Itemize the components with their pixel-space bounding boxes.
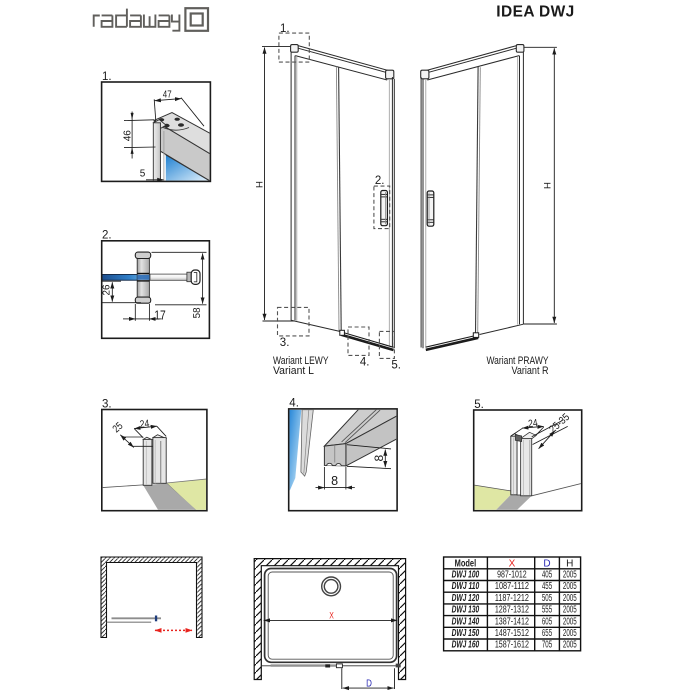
svg-text:5.: 5. (391, 360, 401, 372)
svg-text:8: 8 (331, 474, 338, 488)
svg-text:17: 17 (154, 308, 166, 322)
svg-text:58: 58 (192, 307, 203, 318)
svg-text:987-1012: 987-1012 (497, 570, 527, 581)
svg-text:1587-1612: 1587-1612 (495, 640, 529, 651)
svg-text:IDEA DWJ: IDEA DWJ (496, 4, 574, 21)
svg-text:3.: 3. (102, 398, 112, 410)
svg-text:5.: 5. (474, 399, 484, 411)
svg-text:4.: 4. (360, 357, 370, 369)
svg-text:2005: 2005 (563, 640, 577, 651)
svg-text:655: 655 (542, 628, 552, 639)
svg-text:Model: Model (455, 558, 477, 569)
svg-text:1287-1312: 1287-1312 (495, 605, 529, 616)
svg-text:DWJ 120: DWJ 120 (452, 593, 480, 604)
svg-text:Wariant PRAWY: Wariant PRAWY (487, 355, 549, 367)
svg-text:2005: 2005 (563, 628, 577, 639)
svg-text:46: 46 (123, 130, 134, 142)
svg-text:DWJ 150: DWJ 150 (452, 628, 480, 639)
svg-text:X: X (329, 610, 334, 620)
svg-text:8: 8 (372, 455, 386, 462)
svg-text:DWJ 100: DWJ 100 (452, 570, 480, 581)
svg-text:DWJ 110: DWJ 110 (452, 581, 480, 592)
svg-text:2005: 2005 (563, 581, 577, 592)
svg-text:H: H (254, 181, 265, 188)
svg-text:D: D (543, 558, 550, 569)
svg-text:1.: 1. (280, 23, 290, 35)
svg-text:DWJ 160: DWJ 160 (452, 640, 480, 651)
svg-text:2005: 2005 (563, 570, 577, 581)
svg-text:1.: 1. (102, 71, 112, 83)
svg-text:1387-1412: 1387-1412 (495, 616, 529, 627)
svg-text:Variant R: Variant R (512, 365, 549, 377)
svg-text:705: 705 (542, 640, 552, 651)
svg-text:H: H (542, 182, 553, 189)
svg-text:5: 5 (140, 169, 146, 180)
svg-text:26: 26 (101, 284, 112, 295)
svg-text:2.: 2. (102, 230, 112, 242)
svg-text:24: 24 (527, 417, 538, 430)
svg-text:4.: 4. (289, 398, 299, 410)
svg-text:555: 555 (542, 605, 552, 616)
svg-text:455: 455 (542, 581, 552, 592)
svg-text:605: 605 (542, 616, 552, 627)
svg-text:1087-1112: 1087-1112 (495, 581, 529, 592)
svg-text:2005: 2005 (563, 593, 577, 604)
svg-text:2005: 2005 (563, 616, 577, 627)
svg-text:47: 47 (163, 90, 172, 101)
svg-text:1487-1512: 1487-1512 (495, 628, 529, 639)
svg-text:Wariant LEWY: Wariant LEWY (273, 355, 329, 367)
svg-text:3.: 3. (280, 337, 290, 349)
svg-text:24: 24 (139, 418, 150, 431)
svg-text:X: X (509, 558, 516, 569)
svg-text:D: D (366, 678, 372, 689)
svg-text:1187-1212: 1187-1212 (495, 593, 529, 604)
svg-text:Variant L: Variant L (273, 365, 314, 377)
svg-text:505: 505 (542, 593, 552, 604)
svg-text:DWJ 130: DWJ 130 (452, 605, 480, 616)
svg-text:2005: 2005 (563, 605, 577, 616)
svg-text:DWJ 140: DWJ 140 (452, 616, 480, 627)
svg-text:H: H (566, 558, 573, 569)
svg-text:2.: 2. (375, 175, 385, 187)
svg-text:405: 405 (542, 570, 552, 581)
